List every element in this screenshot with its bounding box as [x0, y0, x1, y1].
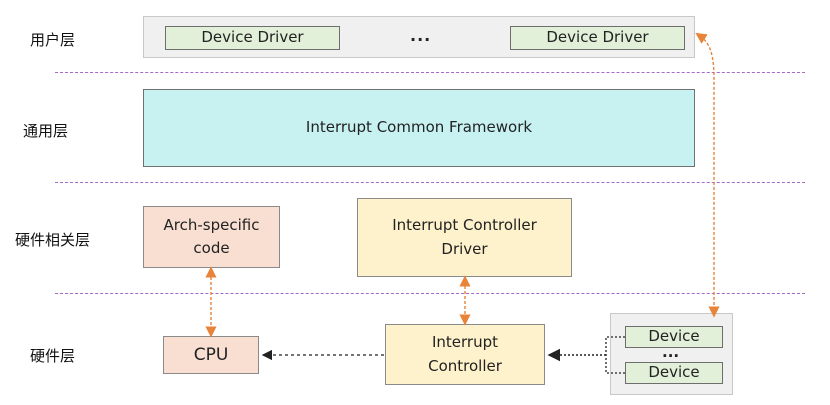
- layer-separator: [55, 72, 805, 73]
- layer-separator: [55, 182, 805, 183]
- icd-line-2: Driver: [441, 239, 488, 258]
- layer-label-common: 通用层: [23, 122, 69, 140]
- device-driver-box: Device Driver: [510, 26, 685, 50]
- interrupt-controller-driver-box: Interrupt Controller Driver: [357, 198, 572, 277]
- ellipsis: ...: [662, 343, 680, 361]
- device-box: Device: [625, 362, 723, 384]
- arch-specific-code-box: Arch-specific code: [143, 206, 280, 268]
- arrow-driver-devices: [695, 32, 720, 318]
- arrow-devices-ic: [605, 336, 625, 374]
- layer-separator: [55, 293, 805, 294]
- cpu-box: CPU: [163, 336, 259, 374]
- icd-line-1: Interrupt Controller: [392, 216, 537, 235]
- interrupt-controller-box: Interrupt Controller: [385, 324, 545, 385]
- ic-line-1: Interrupt: [431, 333, 499, 352]
- ellipsis: ...: [410, 26, 432, 45]
- ic-line-2: Controller: [428, 356, 502, 375]
- interrupt-common-framework-box: Interrupt Common Framework: [143, 89, 695, 167]
- layer-label-user: 用户层: [30, 31, 76, 49]
- device-box: Device: [625, 326, 723, 348]
- layer-label-hardware: 硬件层: [30, 347, 76, 365]
- arch-line-2: code: [193, 239, 230, 257]
- arch-line-1: Arch-specific: [163, 215, 260, 234]
- device-driver-box: Device Driver: [165, 26, 340, 50]
- layer-label-hardware-related: 硬件相关层: [15, 231, 91, 249]
